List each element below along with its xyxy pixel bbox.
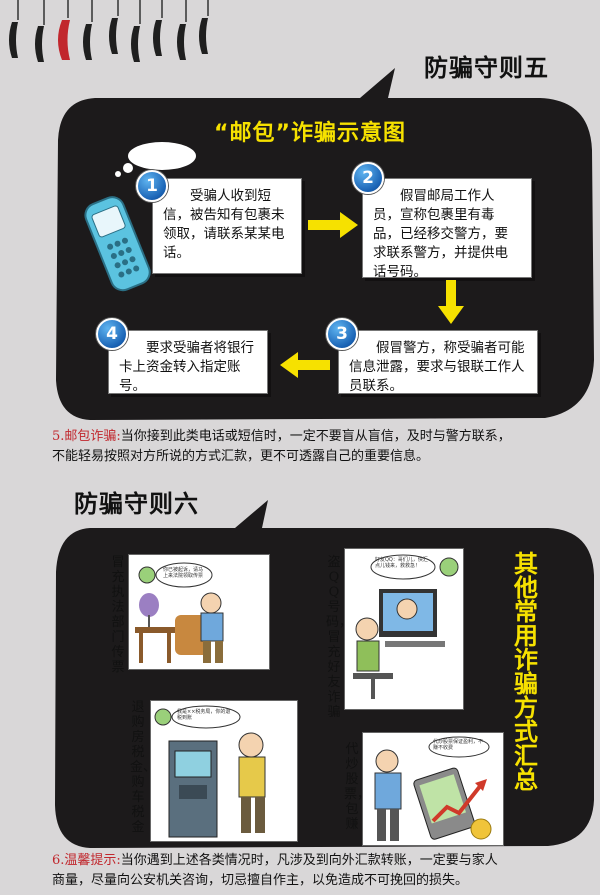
hanging-phones-icon bbox=[9, 0, 209, 62]
scene-3-bubble: 我是××税务局，你的退税到账 bbox=[177, 709, 231, 721]
scene-4-bubble: 代炒股票保证盈利，不赚不收费 bbox=[433, 739, 484, 751]
arrow-right-icon bbox=[308, 212, 358, 238]
scene-1-bubble: 你已被起诉，请马上来法院领取传票 bbox=[163, 567, 204, 579]
side-title: 其他常用诈骗方式汇总 bbox=[514, 550, 538, 794]
section5-heading: 防骗守则五 bbox=[424, 54, 549, 82]
arrow-down-icon bbox=[438, 280, 464, 324]
step-2-box: 假冒邮局工作人员，宣称包裹里有毒品，已经移交警方，要求联系警方，并提供电话号码。 bbox=[362, 178, 532, 280]
scene-3-label: 退购房税金、购车税金 bbox=[130, 700, 157, 835]
mobile-phone-icon bbox=[84, 196, 151, 292]
step-4-badge: 4 bbox=[96, 318, 128, 350]
step-3-box: 假冒警方，称受骗者可能信息泄露，要求与银联工作人员联系。 bbox=[338, 330, 538, 394]
step-2-badge: 2 bbox=[352, 162, 384, 194]
scene-1-label: 冒充执法部门传票 bbox=[111, 555, 125, 675]
thought-bubble-icon bbox=[115, 142, 196, 177]
section5-note-line1: 5.邮包诈骗:当你接到此类电话或短信时，一定不要盲从盲信，及时与警方联系， bbox=[52, 429, 511, 444]
section6-heading: 防骗守则六 bbox=[74, 490, 199, 518]
scene-2-label: 盗QQ号码，冒充好友诈骗 bbox=[326, 555, 353, 720]
scene-2-illustration: 好友QQ：哥们儿，快汇点儿钱来，救救急！ bbox=[344, 548, 464, 710]
step-1-box: 受骗人收到短信，被告知有包裹未领取，请联系某某电话。 bbox=[152, 178, 302, 274]
diagram-title: “邮包”诈骗示意图 bbox=[214, 121, 406, 146]
scene-4-illustration: 代炒股票保证盈利，不赚不收费 bbox=[362, 732, 504, 846]
step-4-box: 要求受骗者将银行卡上资金转入指定账号。 bbox=[108, 330, 268, 394]
arrow-left-icon bbox=[280, 352, 330, 378]
step-3-badge: 3 bbox=[326, 318, 358, 350]
section5-note-line2: 不能轻易按照对方所说的方式汇款，更不可透露自己的重要信息。 bbox=[52, 449, 430, 464]
step-1-badge: 1 bbox=[136, 170, 168, 202]
scene-3-illustration: 我是××税务局，你的退税到账 bbox=[150, 700, 298, 842]
section6-note-line2: 商量，尽量向公安机关咨询，切忌擅自作主，以免造成不可挽回的损失。 bbox=[52, 873, 469, 888]
scene-4-label: 代炒股票，包赚 bbox=[344, 742, 371, 832]
scene-1-illustration: 你已被起诉，请马上来法院领取传票 bbox=[128, 554, 270, 670]
scene-2-bubble: 好友QQ：哥们儿，快汇点儿钱来，救救急！ bbox=[375, 557, 428, 569]
section6-note-line1: 6.温馨提示:当你遇到上述各类情况时，凡涉及到向外汇款转账，一定要与家人 bbox=[52, 853, 498, 868]
